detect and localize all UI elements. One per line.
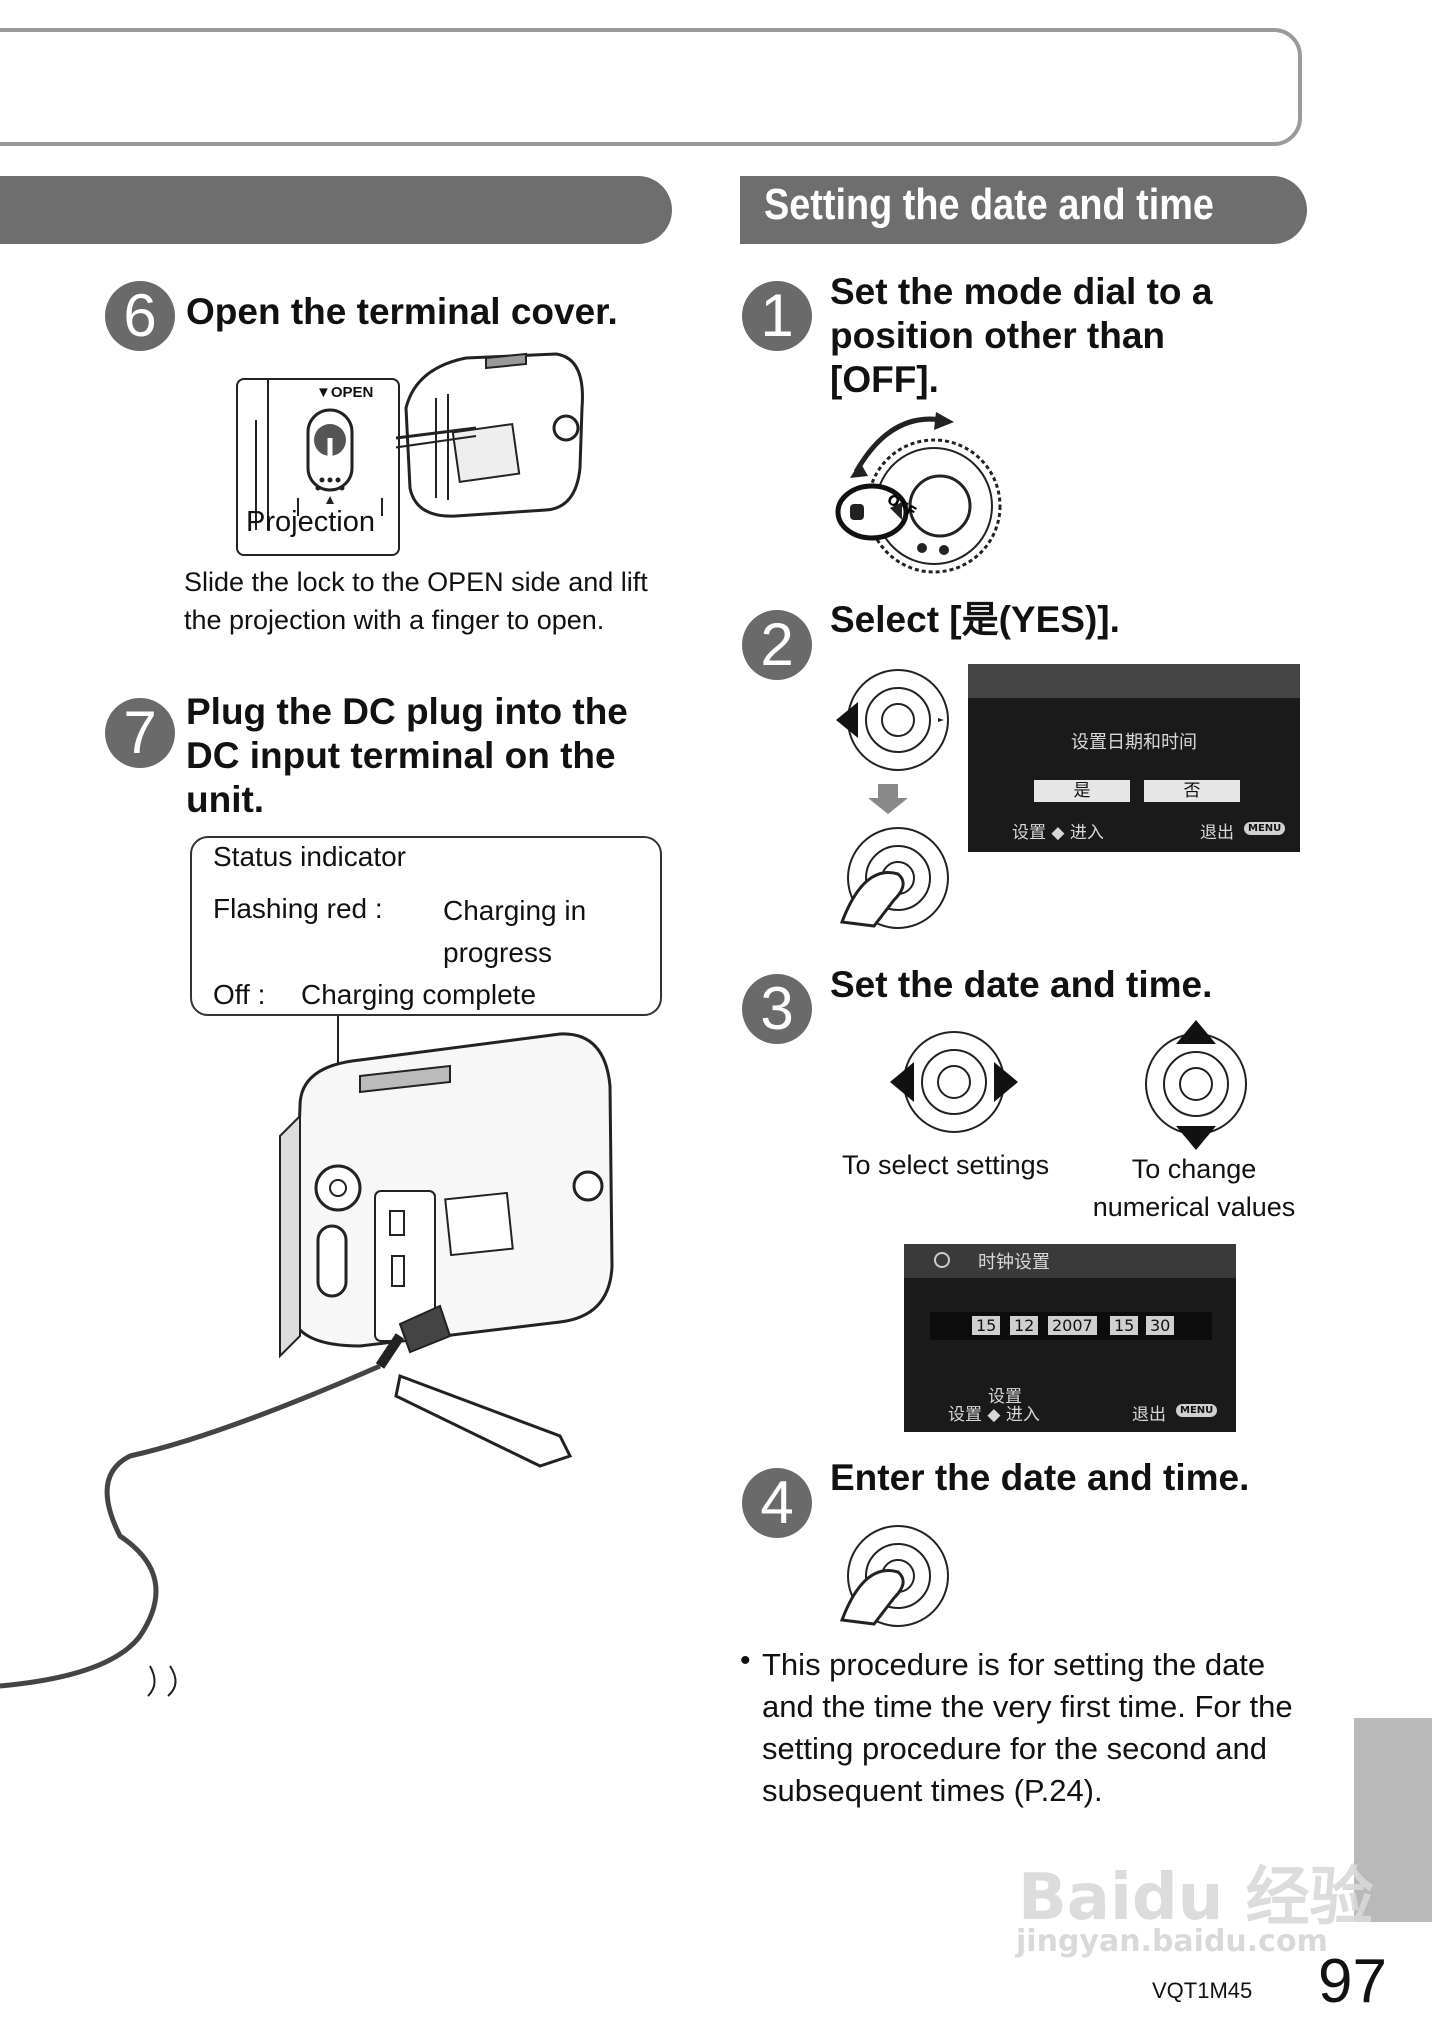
step-2-number: 2 [742,610,812,680]
step-3-number: 3 [742,974,812,1044]
confirm-date-screen: 设置日期和时间 是 否 设置 ◆ 进入 退出 MENU [968,664,1300,852]
clock-footer-left: 设置 ◆ 进入 [948,1405,1040,1425]
status-row2-value: Charging complete [301,979,537,1010]
status-title: Status indicator [213,841,406,872]
section-title: Setting the date and time [764,180,1214,229]
clock-screen-sub: 设置 [988,1387,1022,1407]
clock-setting-screen: 时钟设置 15 12 2007 15 30 设置 设置 ◆ 进入 退出 MENU [904,1244,1236,1432]
note-text: This procedure is for setting the date a… [762,1647,1293,1808]
document-code: VQT1M45 [1152,1978,1253,2003]
joystick-center-press-illustration [839,1525,949,1627]
projection-label: Projection [246,506,375,538]
step-1-heading: Set the mode dial to a position other th… [830,271,1213,400]
clock-screen-title: 时钟设置 [978,1252,1050,1273]
step-6-heading: Open the terminal cover. [186,291,618,332]
status-row1-label: Flashing red : [213,893,383,924]
side-tab-marker [1354,1718,1432,1922]
yes-option[interactable]: 是 [1034,780,1130,802]
terminal-cover-closeup [236,378,400,556]
minute-value[interactable]: 30 [1146,1316,1175,1335]
step-6-number: 6 [105,281,175,351]
day-value[interactable]: 15 [972,1316,1001,1335]
year-value[interactable]: 2007 [1048,1316,1097,1335]
page-number: 97 [1318,1947,1387,2016]
screen-footer-right: 退出 [1200,823,1234,843]
no-option[interactable]: 否 [1144,780,1240,802]
right-section-bar [740,176,1307,244]
clock-footer-right: 退出 [1132,1405,1166,1425]
step-3-heading: Set the date and time. [830,964,1213,1005]
mode-dial-illustration: OFF [835,412,1002,574]
note-bullet: • [740,1644,751,1677]
hour-value[interactable]: 15 [1110,1316,1139,1335]
clock-menu-badge: MENU [1176,1404,1218,1417]
clock-icon [934,1252,950,1268]
step-4-heading: Enter the date and time. [830,1457,1250,1498]
screen-footer-left: 设置 ◆ 进入 [1012,823,1104,843]
status-row2-label: Off : [213,979,266,1010]
caption-select-settings: To select settings [842,1150,1050,1180]
joystick-left-right-illustration [890,1031,1018,1133]
step-7-number: 7 [105,698,175,768]
watermark-url: jingyan.baidu.com [1016,1924,1328,1959]
screen-dialog-title: 设置日期和时间 [1071,732,1197,753]
watermark-logo: Baidu 经验 [1018,1861,1374,1935]
step-4-number: 4 [742,1468,812,1538]
top-frame [0,28,1302,146]
step-2-heading: Select [是(YES)]. [830,599,1120,640]
step-6-description: Slide the lock to the OPEN side and lift… [184,567,648,635]
month-value[interactable]: 12 [1010,1316,1039,1335]
lock-slider-illustration [255,380,383,530]
status-row1-value: Charging in progress [443,895,587,968]
open-label: ▼OPEN [316,384,374,401]
caption-change-values: To change numerical values [1092,1154,1296,1222]
left-section-bar [0,176,672,244]
joystick-left-press-illustration [836,669,949,929]
camera-side-illustration [396,352,584,518]
menu-badge: MENU [1244,822,1286,835]
step-1-number: 1 [742,281,812,351]
step-7-heading: Plug the DC plug into the DC input termi… [186,691,628,820]
camera-dc-illustration [0,1016,614,1697]
joystick-up-down-illustration [1145,1020,1247,1150]
status-indicator-box [190,836,662,1016]
